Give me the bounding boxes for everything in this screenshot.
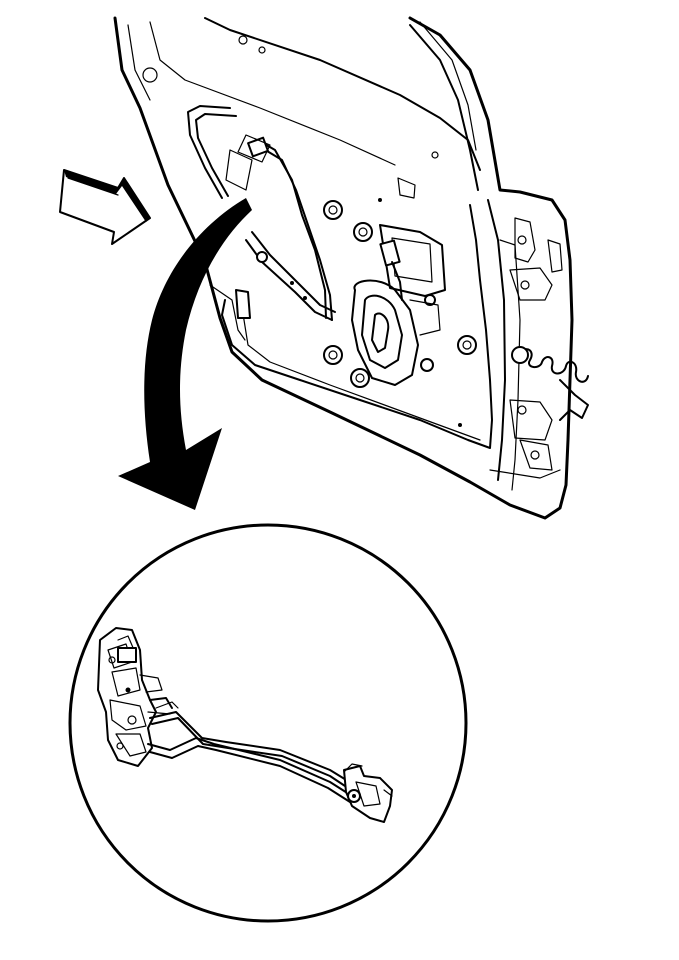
lock-module-housing <box>351 224 446 386</box>
detail-circle <box>68 523 468 923</box>
latch-body <box>97 627 173 767</box>
actuator-rods <box>147 701 357 803</box>
view-direction-arrow <box>59 169 151 245</box>
door-inner-panel <box>113 16 589 520</box>
panel-bolts <box>323 200 477 388</box>
callout-arrow <box>118 198 252 510</box>
door-check-spring <box>511 346 589 421</box>
handle-bracket <box>343 763 393 823</box>
latch-rod-assembly <box>97 627 393 823</box>
